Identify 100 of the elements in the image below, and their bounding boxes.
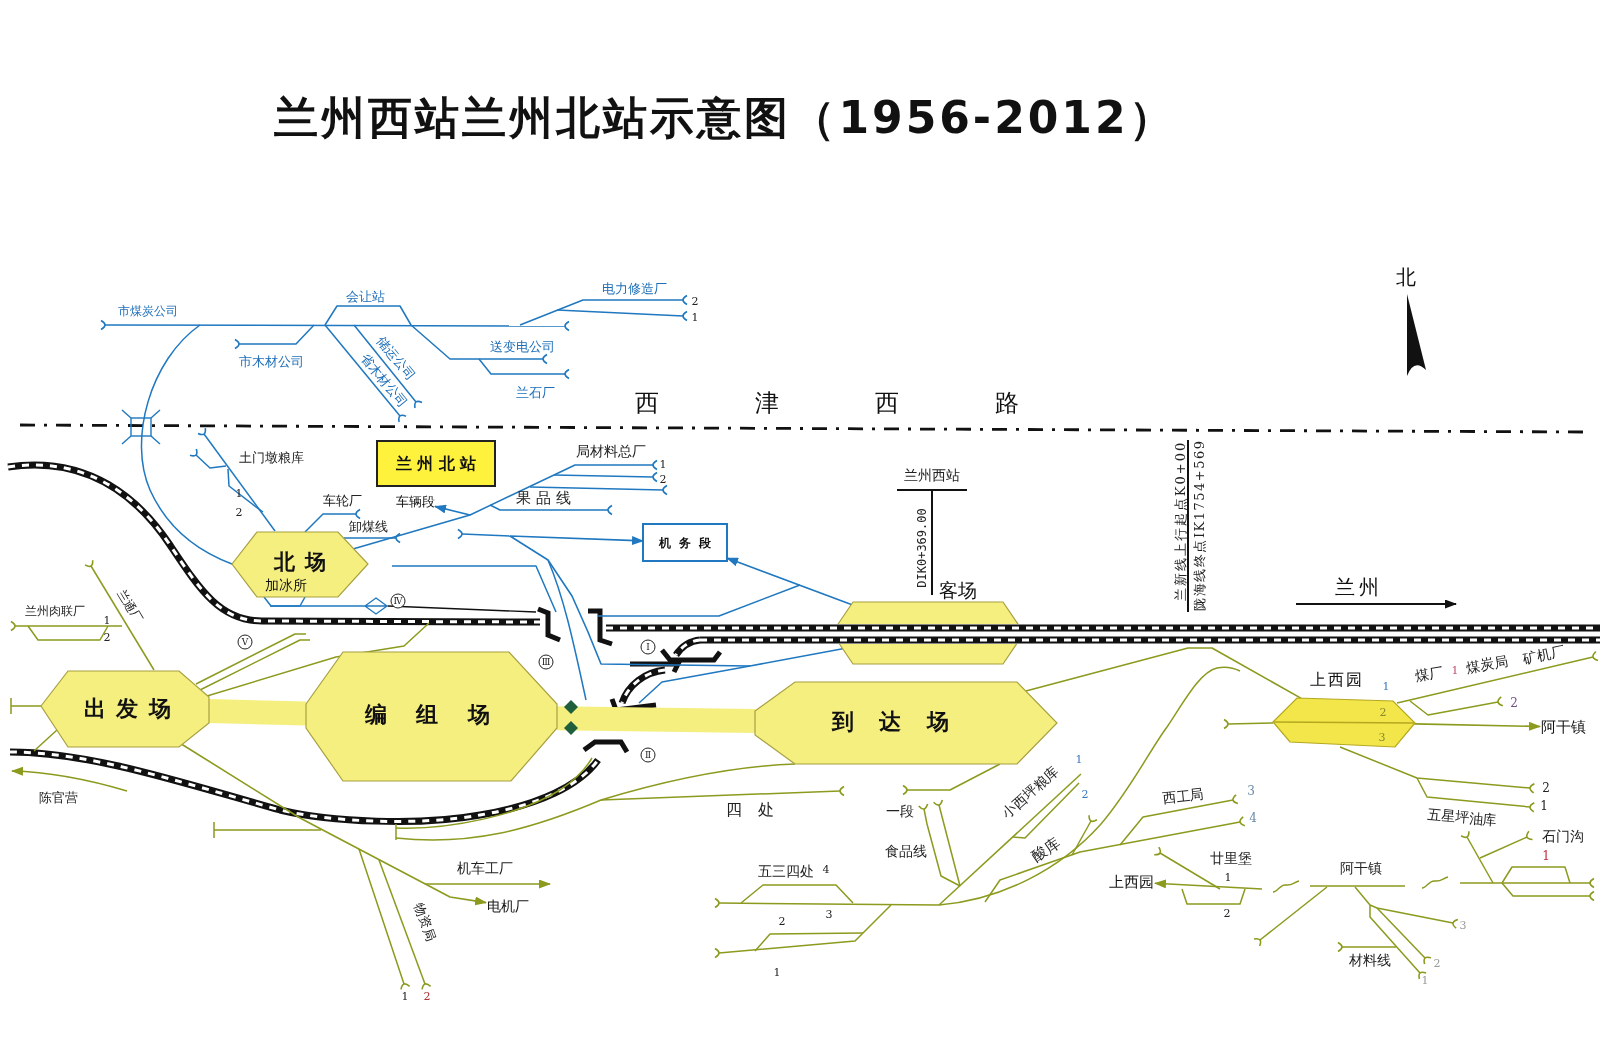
depot-name: 机务段 — [659, 537, 711, 549]
place-label: 廿里堡 — [1210, 851, 1252, 865]
track-number: 1 — [1451, 664, 1459, 676]
arrow — [509, 535, 844, 667]
track-number: 2 — [1379, 706, 1387, 718]
road-name: 西津西路 — [635, 391, 1019, 415]
track-number: 4 — [822, 863, 830, 875]
yard-hexagon — [755, 682, 1057, 764]
track-number: 1 — [1540, 800, 1548, 812]
yard-connector-band — [208, 699, 307, 726]
track-number: 1 — [103, 614, 111, 626]
siding-label: 西工局 — [1161, 786, 1205, 806]
place-label: 上西园 — [1107, 872, 1155, 892]
yard-hexagon — [41, 671, 209, 747]
siding-label: 酸库 — [1029, 835, 1063, 865]
yard-name: 北场 — [274, 551, 326, 573]
siding-label: 卸煤线 — [348, 519, 388, 533]
siding-label: 五三四处 — [758, 864, 814, 878]
track-line — [1025, 647, 1302, 699]
track-number: 2 — [1510, 697, 1518, 709]
yard-name: 到达场 — [831, 711, 949, 733]
siding-label: 送变电公司 — [489, 339, 555, 353]
siding-label: 物资局 — [412, 901, 438, 943]
yard-hexagon — [306, 652, 557, 781]
mileage-label: 陇海线终点IK1754+569 — [1192, 439, 1206, 611]
track-number: 1 — [659, 458, 667, 470]
arrow — [353, 504, 471, 550]
siding-label: 会让站 — [345, 289, 385, 303]
siding-label: 电力修造厂 — [601, 281, 667, 295]
arrow — [181, 743, 487, 906]
siding-label: 一段 — [886, 804, 914, 818]
track-number: 2 — [1081, 788, 1089, 800]
track-number: 2 — [423, 990, 431, 1002]
siding-label: 市木材公司 — [238, 354, 304, 368]
track-number: 3 — [825, 908, 833, 920]
track-number: 4 — [1249, 812, 1257, 824]
place-label: 电机厂 — [486, 897, 530, 915]
track-number: 1 — [691, 311, 699, 323]
yard-hexagon — [232, 532, 368, 597]
siding-label: 矿机厂 — [1522, 643, 1566, 667]
yard-name: 编组场 — [364, 704, 490, 726]
siding-label: 石门沟 — [1542, 829, 1584, 843]
arrow — [1154, 879, 1263, 890]
station-label: 兰州西站 — [904, 468, 960, 482]
circled-numeral: Ⅳ — [390, 593, 406, 609]
arrow — [1413, 721, 1541, 731]
siding-label: 市煤炭公司 — [118, 305, 178, 317]
place-label: 车辆段 — [395, 494, 435, 509]
track-number: 1 — [1382, 680, 1390, 692]
track-number: 3 — [1247, 785, 1255, 797]
track-number: 2 — [235, 506, 243, 518]
track-number: 1 — [1075, 753, 1083, 765]
siding-label: 四处 — [726, 802, 774, 818]
siding-label: 局材料总厂 — [576, 444, 646, 458]
place-label: 阿干镇 — [1540, 717, 1586, 737]
siding-label: 五星坪油库 — [1426, 807, 1498, 827]
depot-box — [643, 524, 727, 561]
track-number: 2 — [778, 915, 786, 927]
siding-label: 车轮厂 — [322, 493, 362, 507]
station-box — [377, 441, 495, 486]
track-number: 2 — [691, 295, 699, 307]
track-number: 1 — [1421, 974, 1429, 986]
siding-label: 土门墩粮库 — [238, 450, 304, 464]
circled-numeral: Ⅴ — [237, 634, 253, 650]
yard-heading: 上西园 — [1310, 672, 1362, 688]
circled-numeral: Ⅱ — [640, 747, 656, 763]
siding-label: 煤厂 — [1414, 664, 1444, 684]
siding-label: 兰通厂 — [115, 587, 145, 625]
diagram-title: 兰州西站兰州北站示意图（1956-2012） — [274, 96, 1176, 140]
track-number: 2 — [1433, 957, 1441, 969]
facility-label: 加冰所 — [265, 578, 307, 592]
circled-numeral: Ⅰ — [640, 639, 656, 655]
track-number: 3 — [1378, 731, 1386, 743]
track-number: 2 — [1223, 907, 1231, 919]
direction-label: 兰州 — [1335, 577, 1379, 597]
mileage-label: 兰新线上行起点K0+00 — [1173, 440, 1187, 602]
arrow — [726, 557, 853, 606]
yard-name: 出发场 — [83, 698, 171, 720]
place-label: 阿干镇 — [1340, 861, 1382, 875]
track-number: 2 — [1542, 782, 1550, 794]
siding-label: 材料线 — [1349, 953, 1391, 967]
track-number: 1 — [1542, 850, 1550, 862]
mileage-label: DIK0+369.00 — [916, 508, 928, 588]
station-name: 兰州北站 — [396, 456, 476, 472]
siding-label: 兰石厂 — [515, 385, 555, 399]
siding-label: 煤炭局 — [1465, 653, 1509, 675]
track-number: 2 — [103, 631, 111, 643]
track-number: 1 — [1224, 871, 1232, 883]
circled-numeral: Ⅲ — [538, 654, 554, 670]
place-label: 机车工厂 — [457, 861, 513, 875]
track-number: 1 — [773, 966, 781, 978]
track-number: 2 — [659, 473, 667, 485]
track-number: 1 — [401, 990, 409, 1002]
track-number: 3 — [1459, 919, 1467, 931]
north-label: 北 — [1396, 267, 1416, 287]
yard-heading: 客场 — [939, 580, 977, 600]
siding-label: 果品线 — [515, 490, 571, 506]
place-label: 陈官营 — [38, 790, 78, 804]
siding-label: 兰州肉联厂 — [25, 605, 85, 617]
track-number: 1 — [235, 487, 243, 499]
